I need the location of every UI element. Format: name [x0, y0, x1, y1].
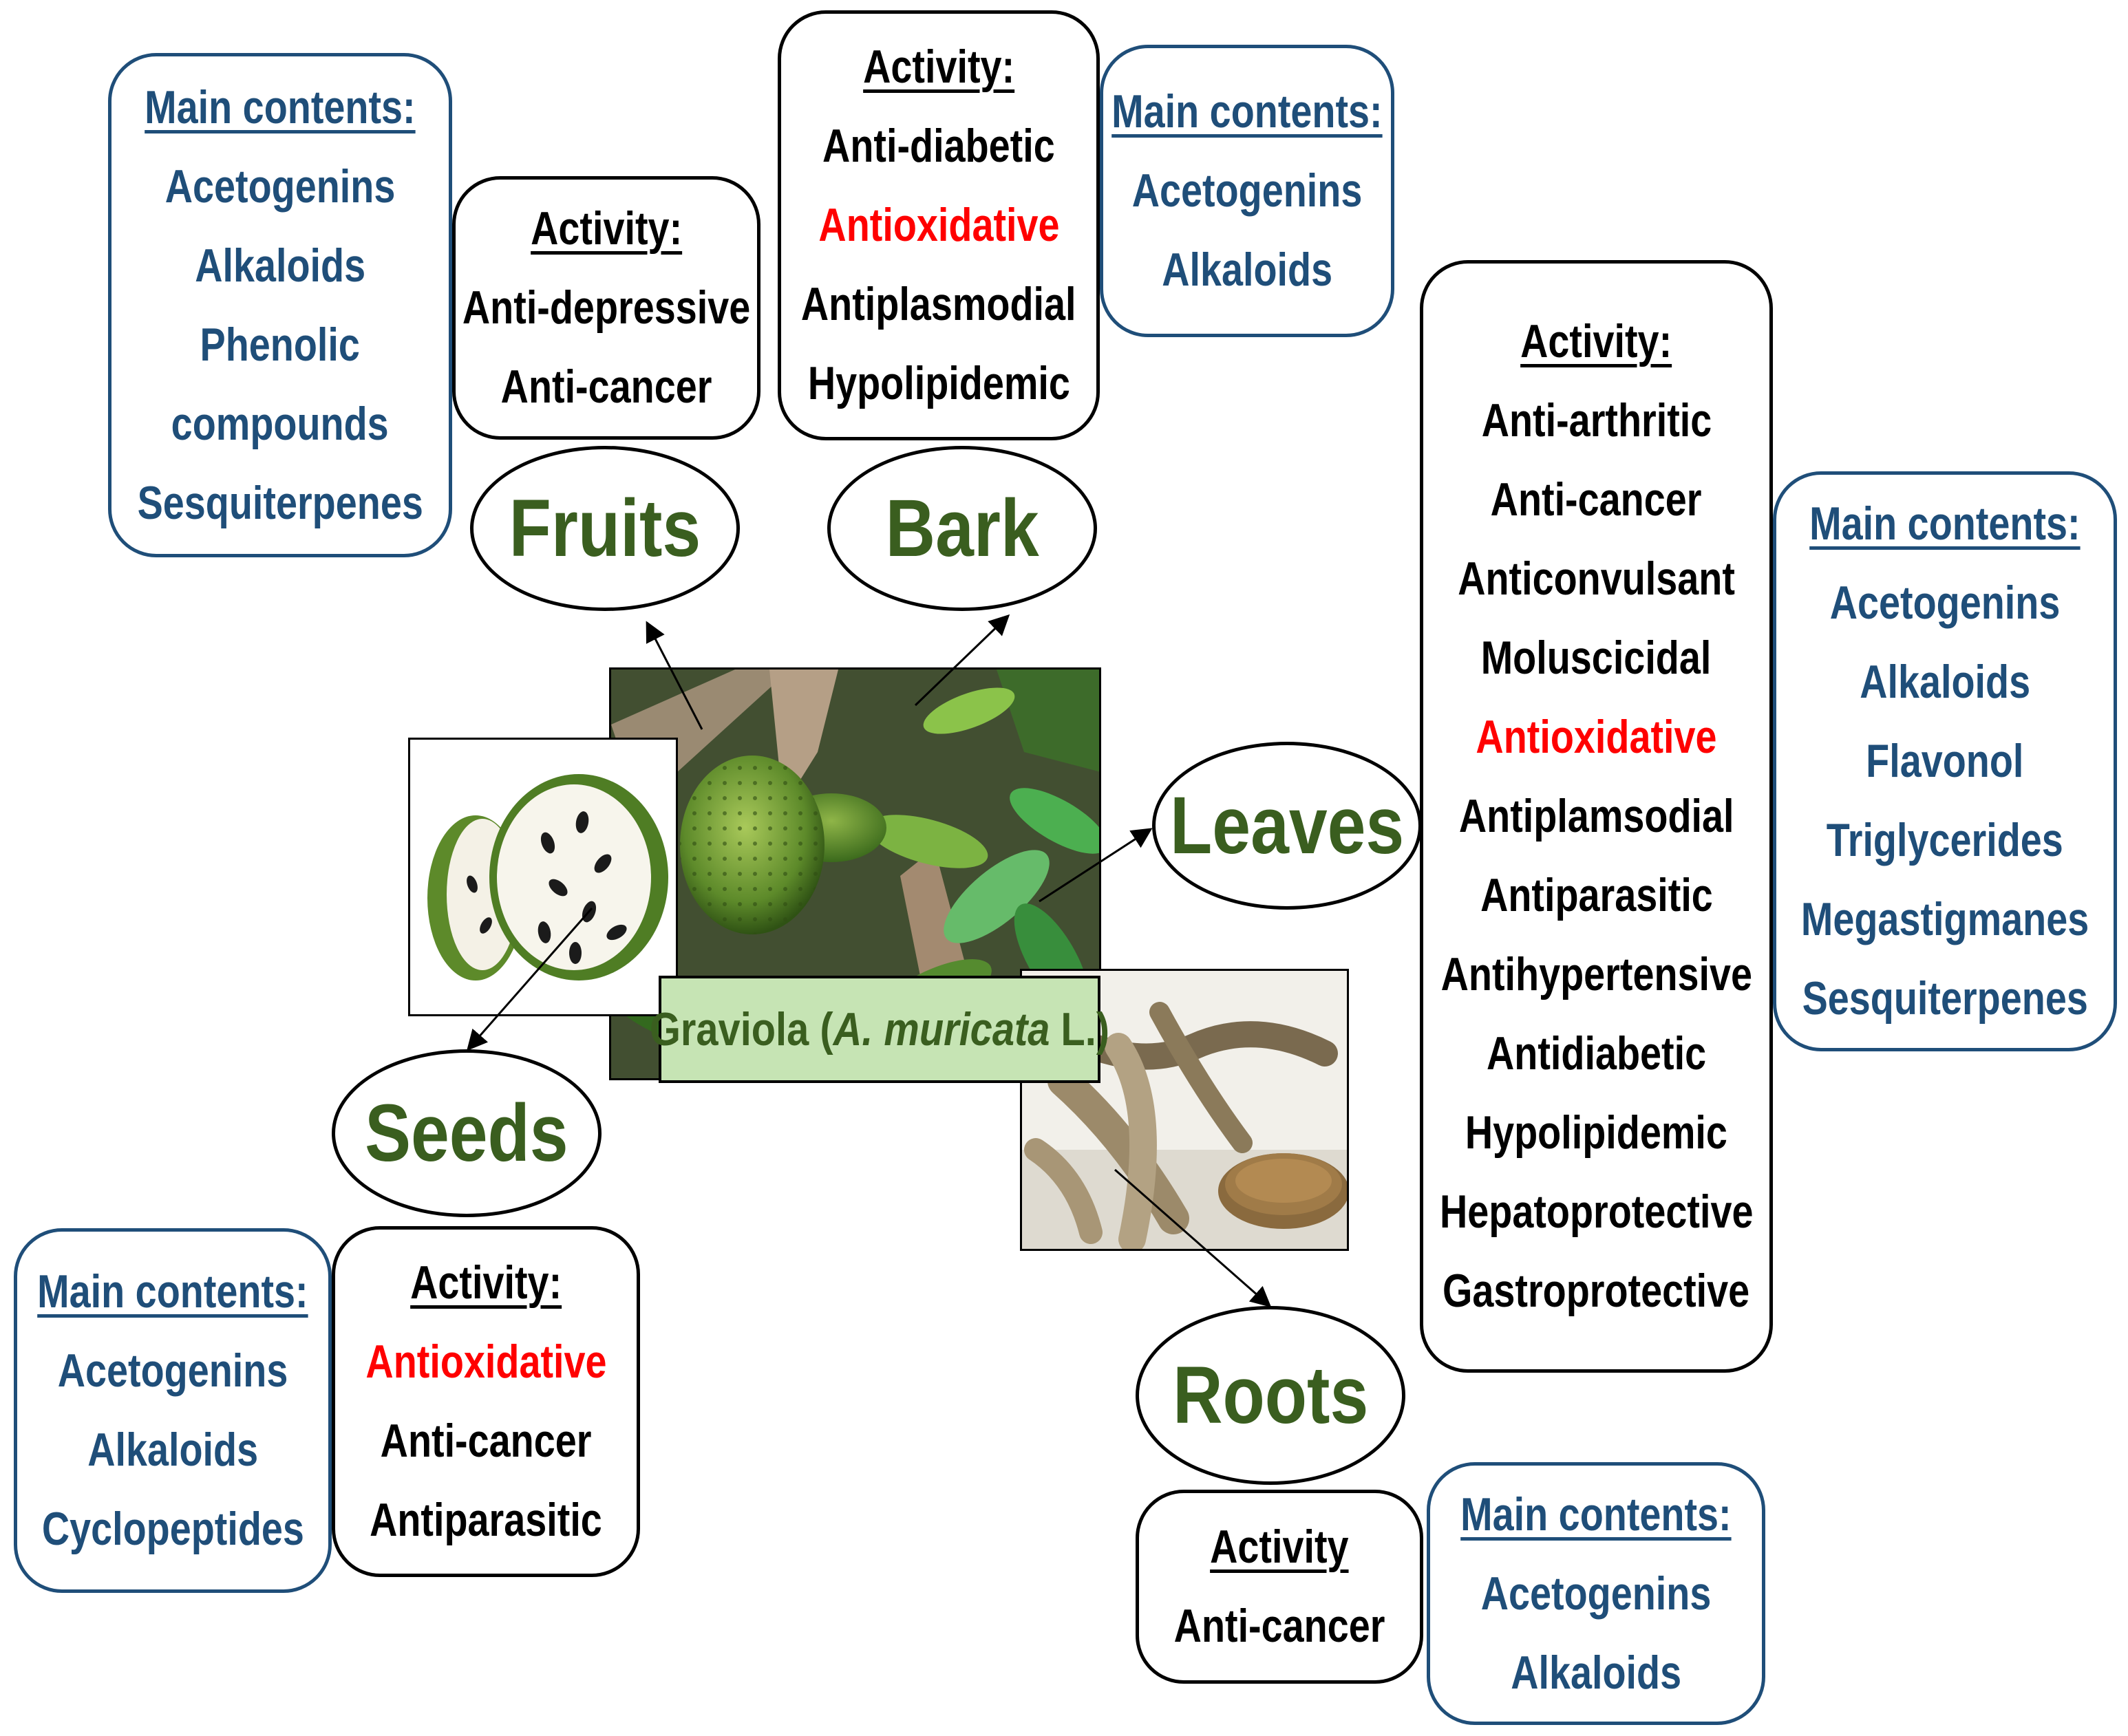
fruits-contents-item: Sesquiterpenes — [137, 476, 423, 529]
leaves-contents-box: Main contents: Acetogenins Alkaloids Fla… — [1773, 471, 2117, 1051]
fruits-contents-item: Acetogenins — [164, 160, 396, 213]
leaves-activity-item: Antiparasitic — [1480, 869, 1713, 921]
arrow-to-seeds — [467, 908, 593, 1051]
fruits-contents-box: Main contents: Acetogenins Alkaloids Phe… — [108, 53, 452, 557]
species-caption-text: Graviola (A. muricata L.) — [650, 1003, 1109, 1056]
leaves-activity-item: Hypolipidemic — [1465, 1106, 1728, 1159]
seeds-activity-item: Anti-cancer — [380, 1415, 592, 1467]
roots-label: Roots — [1172, 1350, 1369, 1441]
bark-contents-box: Main contents: Acetogenins Alkaloids — [1100, 45, 1394, 337]
leaves-activity-heading: Activity: — [1520, 315, 1672, 367]
seeds-activity-heading: Activity: — [410, 1256, 562, 1309]
fruits-activity-item: Anti-depressive — [462, 281, 751, 334]
bark-label: Bark — [885, 483, 1039, 574]
roots-activity-box: Activity Anti-cancer — [1136, 1490, 1423, 1684]
arrow-to-leaves — [1039, 828, 1153, 903]
caption-species: A. muricata — [833, 1003, 1050, 1055]
roots-contents-box: Main contents: Acetogenins Alkaloids — [1427, 1462, 1765, 1725]
leaves-contents-item: Megastigmanes — [1800, 893, 2089, 945]
fruits-ellipse: Fruits — [470, 446, 740, 611]
fruits-activity-box: Activity: Anti-depressive Anti-cancer — [452, 176, 760, 440]
roots-ellipse: Roots — [1136, 1306, 1405, 1485]
seeds-contents-item: Cyclopeptides — [41, 1503, 304, 1555]
bark-activity-heading: Activity: — [863, 41, 1014, 93]
fruits-contents-heading: Main contents: — [145, 81, 416, 133]
roots-activity-item: Anti-cancer — [1173, 1600, 1385, 1652]
leaves-activity-item: Antioxidative — [1476, 711, 1717, 763]
leaves-contents-item: Triglycerides — [1826, 814, 2064, 866]
arrow-to-roots — [1114, 1168, 1272, 1307]
arrow-to-fruits — [646, 621, 703, 730]
seeds-contents-box: Main contents: Acetogenins Alkaloids Cyc… — [14, 1228, 332, 1593]
leaves-activity-item: Antihypertensive — [1440, 948, 1752, 1000]
seeds-activity-item: Antiparasitic — [370, 1494, 602, 1546]
fruits-contents-item: Phenolic — [200, 318, 361, 371]
seeds-activity-box: Activity: Antioxidative Anti-cancer Anti… — [332, 1226, 640, 1577]
bark-activity-item: Anti-diabetic — [822, 120, 1055, 172]
bark-ellipse: Bark — [827, 446, 1097, 611]
leaves-activity-item: Anticonvulsant — [1458, 553, 1735, 605]
leaves-ellipse: Leaves — [1152, 742, 1422, 910]
bark-activity-item: Hypolipidemic — [807, 357, 1070, 409]
leaves-activity-item: Anti-cancer — [1491, 473, 1702, 526]
bark-contents-heading: Main contents: — [1111, 85, 1383, 138]
bark-activity-item: Antioxidative — [818, 199, 1060, 251]
cut-fruit-photo — [408, 738, 678, 1016]
bark-activity-item: Antiplasmodial — [801, 278, 1076, 330]
leaves-activity-box: Activity: Anti-arthritic Anti-cancer Ant… — [1420, 260, 1773, 1373]
species-caption: Graviola (A. muricata L.) — [650, 976, 1109, 1083]
roots-contents-item: Alkaloids — [1511, 1646, 1681, 1699]
roots-contents-item: Acetogenins — [1480, 1567, 1712, 1620]
leaves-contents-item: Flavonol — [1866, 735, 2024, 787]
seeds-contents-heading: Main contents: — [37, 1265, 308, 1318]
fruits-contents-item: Alkaloids — [195, 239, 365, 292]
leaves-activity-item: Anti-arthritic — [1481, 394, 1712, 447]
leaves-activity-item: Gastroprotective — [1443, 1265, 1750, 1317]
bark-activity-box: Activity: Anti-diabetic Antioxidative An… — [778, 10, 1100, 440]
leaves-label: Leaves — [1169, 780, 1405, 871]
fruits-label: Fruits — [509, 483, 701, 574]
seeds-contents-item: Acetogenins — [57, 1344, 288, 1397]
fruits-contents-item: compounds — [171, 397, 389, 450]
seeds-activity-item: Antioxidative — [365, 1336, 607, 1388]
caption-common-name: Graviola ( — [649, 1003, 833, 1055]
bark-contents-item: Alkaloids — [1162, 244, 1332, 296]
leaves-activity-item: Antiplamsodial — [1458, 790, 1734, 842]
leaves-activity-item: Antidiabetic — [1486, 1027, 1707, 1080]
seeds-label: Seeds — [365, 1088, 568, 1179]
seeds-ellipse: Seeds — [332, 1049, 602, 1217]
bark-contents-item: Acetogenins — [1131, 164, 1363, 217]
fruits-activity-item: Anti-cancer — [500, 361, 712, 413]
fruits-activity-heading: Activity: — [531, 202, 682, 255]
leaves-contents-item: Acetogenins — [1829, 577, 2061, 629]
roots-contents-heading: Main contents: — [1460, 1488, 1732, 1541]
leaves-contents-item: Alkaloids — [1860, 656, 2030, 708]
arrow-to-bark — [914, 614, 1010, 707]
leaves-contents-heading: Main contents: — [1809, 497, 2081, 550]
leaves-activity-item: Moluscicidal — [1481, 632, 1712, 684]
seeds-contents-item: Alkaloids — [87, 1424, 258, 1476]
caption-author: L.) — [1050, 1003, 1110, 1055]
roots-activity-heading: Activity — [1210, 1521, 1349, 1573]
leaves-contents-item: Sesquiterpenes — [1802, 972, 2088, 1025]
leaves-activity-item: Hepatoprotective — [1439, 1186, 1754, 1238]
